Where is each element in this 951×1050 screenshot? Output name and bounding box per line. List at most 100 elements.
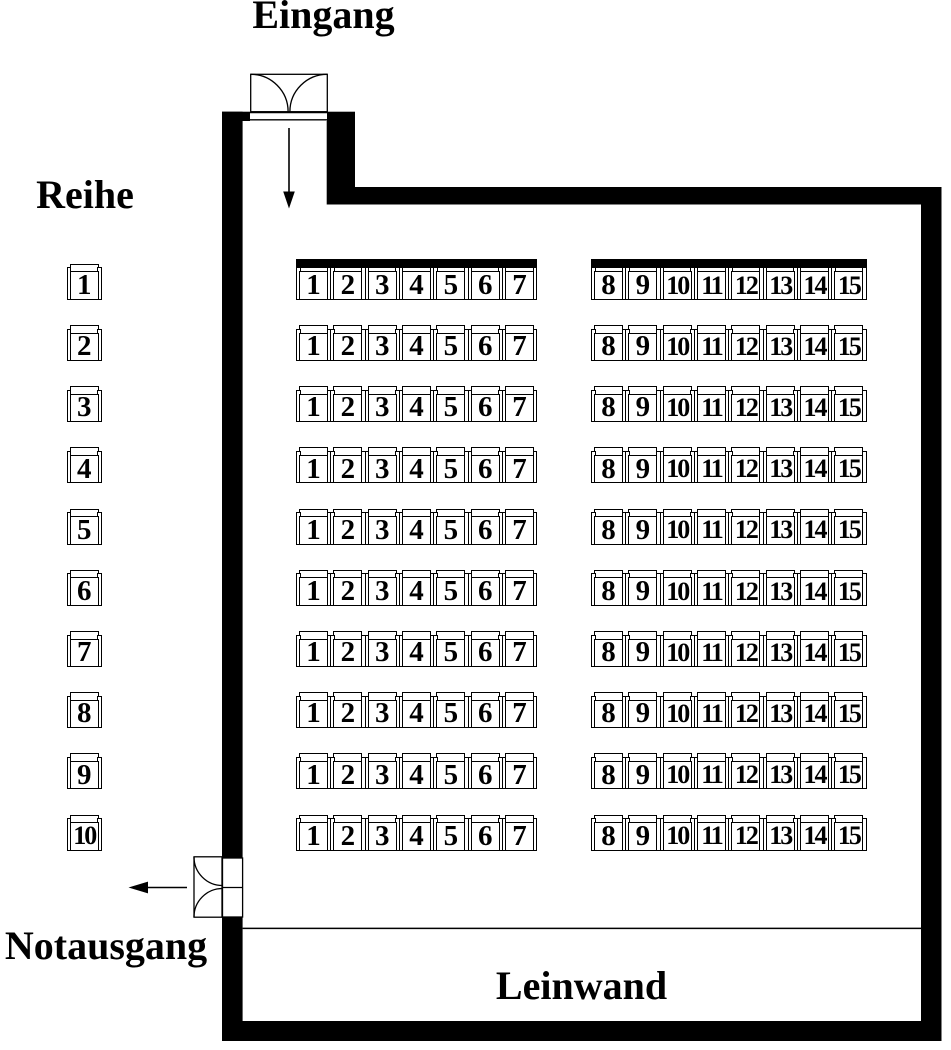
seat[interactable]: 15 bbox=[831, 325, 867, 361]
seat[interactable]: 4 bbox=[398, 264, 435, 300]
seat[interactable]: 13 bbox=[762, 569, 798, 606]
seat[interactable]: 6 bbox=[467, 508, 503, 545]
seat[interactable]: 6 bbox=[467, 447, 503, 483]
seat[interactable]: 9 bbox=[625, 631, 661, 667]
seat[interactable]: 11 bbox=[693, 447, 730, 484]
seat[interactable]: 5 bbox=[433, 447, 469, 483]
seat[interactable]: 12 bbox=[728, 569, 764, 606]
seat[interactable]: 7 bbox=[501, 692, 538, 728]
seat[interactable]: 8 bbox=[590, 386, 627, 422]
seat[interactable]: 13 bbox=[762, 692, 798, 729]
seat[interactable]: 3 bbox=[364, 264, 400, 300]
seat[interactable]: 14 bbox=[796, 264, 833, 300]
seat[interactable]: 15 bbox=[831, 753, 867, 790]
seat[interactable]: 15 bbox=[831, 569, 867, 606]
seat[interactable]: 1 bbox=[295, 508, 332, 545]
seat[interactable]: 3 bbox=[364, 569, 400, 606]
seat[interactable]: 8 bbox=[590, 631, 627, 667]
seat[interactable]: 5 bbox=[433, 508, 469, 545]
seat[interactable]: 10 bbox=[659, 753, 695, 790]
seat[interactable]: 12 bbox=[728, 508, 764, 545]
seat[interactable]: 10 bbox=[659, 692, 695, 729]
seat[interactable]: 15 bbox=[831, 386, 867, 423]
seat[interactable]: 11 bbox=[693, 508, 730, 545]
seat[interactable]: 3 bbox=[364, 814, 400, 851]
seat[interactable]: 1 bbox=[295, 569, 332, 606]
seat[interactable]: 7 bbox=[501, 569, 538, 606]
seat[interactable]: 9 bbox=[625, 569, 661, 606]
seat[interactable]: 8 bbox=[590, 508, 627, 545]
seat[interactable]: 14 bbox=[796, 447, 833, 484]
seat[interactable]: 13 bbox=[762, 753, 798, 790]
seat[interactable]: 11 bbox=[693, 753, 730, 790]
seat[interactable]: 7 bbox=[501, 753, 538, 789]
seat[interactable]: 4 bbox=[398, 508, 435, 545]
seat[interactable]: 6 bbox=[467, 692, 503, 728]
seat[interactable]: 12 bbox=[728, 631, 764, 667]
seat[interactable]: 8 bbox=[590, 692, 627, 728]
seat[interactable]: 9 bbox=[625, 264, 661, 300]
seat[interactable]: 6 bbox=[467, 753, 503, 789]
seat[interactable]: 10 bbox=[659, 386, 695, 423]
seat[interactable]: 13 bbox=[762, 325, 798, 361]
seat[interactable]: 7 bbox=[501, 814, 538, 851]
seat[interactable]: 4 bbox=[398, 753, 435, 789]
seat[interactable]: 13 bbox=[762, 264, 798, 300]
seat[interactable]: 9 bbox=[625, 447, 661, 483]
seat[interactable]: 10 bbox=[659, 325, 695, 361]
seat[interactable]: 2 bbox=[330, 569, 366, 606]
seat[interactable]: 1 bbox=[295, 692, 332, 728]
seat[interactable]: 6 bbox=[467, 264, 503, 300]
seat[interactable]: 5 bbox=[433, 692, 469, 728]
seat[interactable]: 15 bbox=[831, 508, 867, 545]
seat[interactable]: 6 bbox=[467, 569, 503, 606]
seat[interactable]: 14 bbox=[796, 508, 833, 545]
seat[interactable]: 4 bbox=[398, 325, 435, 361]
seat[interactable]: 13 bbox=[762, 508, 798, 545]
seat[interactable]: 8 bbox=[590, 447, 627, 483]
seat[interactable]: 11 bbox=[693, 386, 730, 423]
seat[interactable]: 12 bbox=[728, 325, 764, 361]
seat[interactable]: 1 bbox=[295, 753, 332, 789]
seat[interactable]: 1 bbox=[295, 264, 332, 300]
seat[interactable]: 14 bbox=[796, 569, 833, 606]
seat[interactable]: 13 bbox=[762, 631, 798, 667]
seat[interactable]: 14 bbox=[796, 692, 833, 729]
seat[interactable]: 15 bbox=[831, 631, 867, 667]
seat[interactable]: 10 bbox=[659, 447, 695, 484]
seat[interactable]: 14 bbox=[796, 814, 833, 851]
seat[interactable]: 5 bbox=[433, 631, 469, 667]
seat[interactable]: 12 bbox=[728, 264, 764, 300]
seat[interactable]: 15 bbox=[831, 264, 867, 300]
seat[interactable]: 3 bbox=[364, 753, 400, 789]
seat[interactable]: 5 bbox=[433, 325, 469, 361]
seat[interactable]: 4 bbox=[398, 386, 435, 422]
seat[interactable]: 8 bbox=[590, 325, 627, 361]
seat[interactable]: 11 bbox=[693, 814, 730, 851]
seat[interactable]: 12 bbox=[728, 447, 764, 484]
seat[interactable]: 6 bbox=[467, 325, 503, 361]
seat[interactable]: 11 bbox=[693, 692, 730, 729]
seat[interactable]: 10 bbox=[659, 569, 695, 606]
seat[interactable]: 9 bbox=[625, 508, 661, 545]
seat[interactable]: 14 bbox=[796, 325, 833, 361]
seat[interactable]: 7 bbox=[501, 508, 538, 545]
seat[interactable]: 1 bbox=[295, 386, 332, 422]
seat[interactable]: 3 bbox=[364, 692, 400, 728]
seat[interactable]: 10 bbox=[659, 631, 695, 667]
seat[interactable]: 7 bbox=[501, 386, 538, 422]
seat[interactable]: 15 bbox=[831, 814, 867, 851]
seat[interactable]: 13 bbox=[762, 447, 798, 484]
seat[interactable]: 1 bbox=[295, 631, 332, 667]
seat[interactable]: 10 bbox=[659, 814, 695, 851]
seat[interactable]: 1 bbox=[295, 814, 332, 851]
seat[interactable]: 14 bbox=[796, 753, 833, 790]
seat[interactable]: 9 bbox=[625, 325, 661, 361]
seat[interactable]: 2 bbox=[330, 325, 366, 361]
seat[interactable]: 11 bbox=[693, 264, 730, 300]
seat[interactable]: 13 bbox=[762, 814, 798, 851]
seat[interactable]: 2 bbox=[330, 753, 366, 789]
seat[interactable]: 2 bbox=[330, 508, 366, 545]
seat[interactable]: 8 bbox=[590, 569, 627, 606]
seat[interactable]: 12 bbox=[728, 386, 764, 423]
